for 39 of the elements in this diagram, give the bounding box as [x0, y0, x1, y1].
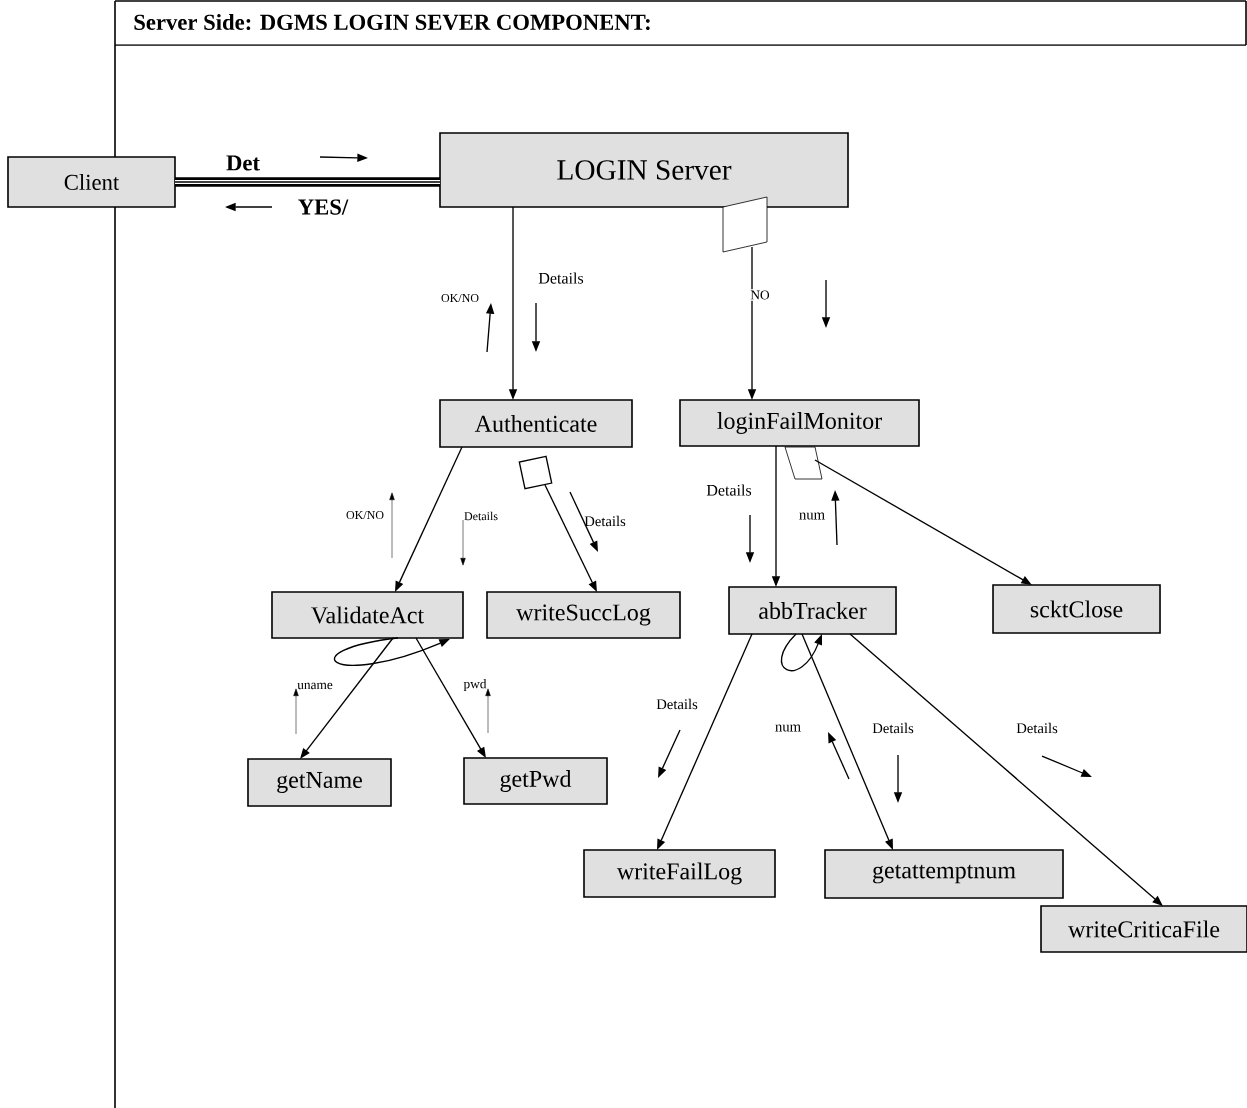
- title: Server Side: DGMS LOGIN SEVER COMPONENT:: [134, 13, 650, 31]
- flow-label: Details: [872, 722, 914, 734]
- component-box: getName: [247, 758, 392, 807]
- component-box: Authenticate: [439, 399, 633, 448]
- flow-label: Details: [584, 515, 626, 527]
- flow-label: Details: [656, 698, 698, 710]
- component-box: getattemptnum: [824, 849, 1064, 899]
- component-box: writeSuccLog: [486, 591, 681, 639]
- parallelogram-symbol: [722, 196, 768, 253]
- flow-label: Details: [706, 484, 752, 496]
- component-box: abbTracker: [728, 586, 897, 635]
- diamond-symbol: [518, 455, 553, 490]
- edge-label: NO: [749, 289, 771, 301]
- component-box: LOGIN Server: [439, 132, 849, 208]
- flow-label: num: [799, 512, 825, 520]
- arrow: [300, 637, 394, 759]
- component-box: getPwd: [463, 757, 608, 805]
- flow-label: num: [775, 724, 801, 732]
- flow-label: Det: [226, 155, 260, 171]
- component-box: writeFailLog: [583, 849, 776, 898]
- component-box: Client: [7, 156, 176, 208]
- component-box: writeCriticaFile: [1040, 905, 1247, 953]
- loop-arrow: [781, 633, 822, 672]
- flow-label: pwd: [463, 678, 487, 692]
- flow-label: OK/NO: [441, 294, 479, 303]
- component-box: ValidateAct: [271, 591, 464, 639]
- arrow: [415, 637, 486, 758]
- parallelogram-symbol: [784, 446, 823, 480]
- arrow: [814, 459, 1032, 585]
- flow-label: Details: [464, 511, 498, 521]
- flow-label: Details: [538, 272, 584, 284]
- flow-label: OK/NO: [346, 511, 384, 520]
- component-box: scktClose: [992, 584, 1161, 634]
- flow-label: uname: [297, 682, 333, 690]
- flow-label: Details: [1016, 722, 1058, 734]
- arrow: [849, 633, 1163, 906]
- component-box: loginFailMonitor: [679, 399, 920, 447]
- flow-label: YES/: [298, 199, 349, 215]
- connector: [174, 177, 441, 187]
